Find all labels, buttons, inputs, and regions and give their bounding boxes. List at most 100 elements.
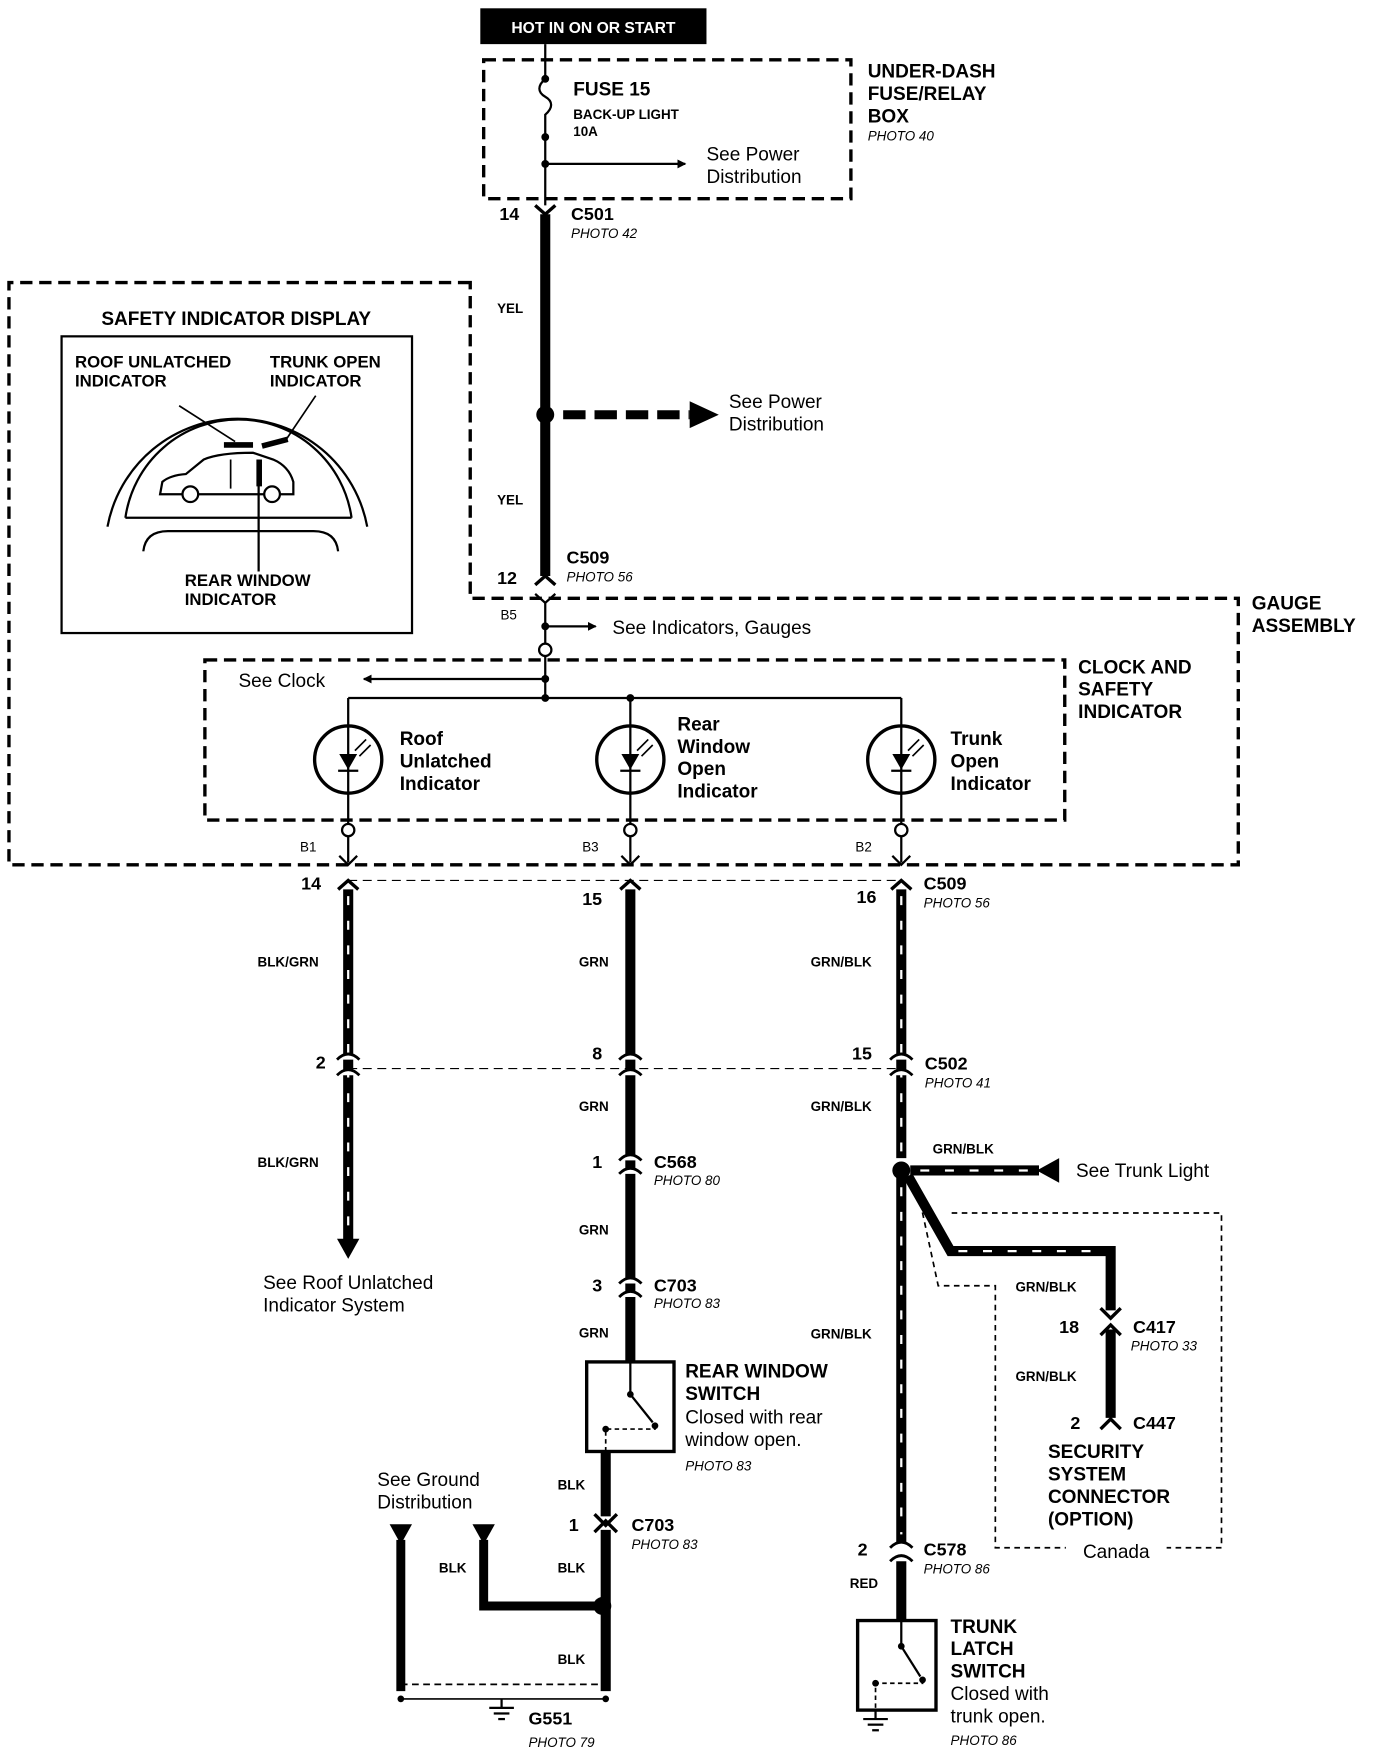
c568-pin: 1 bbox=[592, 1152, 602, 1172]
roof-label1: Roof bbox=[400, 729, 444, 750]
gauge-title2: ASSEMBLY bbox=[1252, 616, 1356, 637]
rear-window-indicator-bar bbox=[256, 459, 262, 487]
rear-switch-desc1: Closed with rear bbox=[685, 1407, 823, 1428]
rear-switch-desc2: window open. bbox=[684, 1430, 801, 1451]
trunk-callout2: INDICATOR bbox=[270, 372, 362, 391]
see-indicators: See Indicators, Gauges bbox=[612, 618, 811, 639]
clock-safety-indicator: CLOCK AND SAFETY INDICATOR See Clock bbox=[203, 656, 1192, 867]
trunk-switch-desc2: trunk open. bbox=[951, 1706, 1046, 1727]
trunk-light-label: See Trunk Light bbox=[1076, 1161, 1210, 1182]
trunk-switch-title2: LATCH bbox=[951, 1639, 1014, 1660]
c703-top-pin: 3 bbox=[592, 1275, 602, 1295]
roof-system-line1: See Roof Unlatched bbox=[263, 1273, 433, 1294]
ground-icon bbox=[489, 1698, 514, 1721]
c703-bottom-pin: 1 bbox=[569, 1515, 579, 1535]
fuse-rating: 10A bbox=[573, 124, 598, 139]
c509-bottom-photo: PHOTO 56 bbox=[924, 895, 991, 910]
trunk-callout1: TRUNK OPEN bbox=[270, 353, 381, 372]
power-source-text: HOT IN ON OR START bbox=[511, 20, 676, 37]
rear-label3: Open bbox=[677, 759, 726, 780]
rear-callout2: INDICATOR bbox=[185, 590, 277, 609]
fuse-box-photo: PHOTO 40 bbox=[868, 128, 935, 143]
c502-pin-2: 2 bbox=[316, 1053, 326, 1073]
connector-c502: 2 8 15 C502 PHOTO 41 bbox=[316, 1044, 991, 1091]
see-clock: See Clock bbox=[238, 671, 325, 692]
security-wire1: GRN/BLK bbox=[1015, 1279, 1076, 1294]
c578-photo: PHOTO 86 bbox=[924, 1562, 991, 1577]
c509-pin-16: 16 bbox=[857, 887, 877, 907]
ground-see1: See Ground bbox=[377, 1470, 480, 1491]
power-splice-see2: Distribution bbox=[729, 414, 824, 435]
fuse-see-line2: Distribution bbox=[706, 167, 801, 188]
ground-see2: Distribution bbox=[377, 1493, 472, 1514]
yel-label-top: YEL bbox=[497, 301, 523, 316]
b5-label: B5 bbox=[500, 608, 516, 623]
trunk-switch-title1: TRUNK bbox=[951, 1617, 1018, 1638]
c703-top-photo: PHOTO 83 bbox=[654, 1296, 721, 1311]
c502-name: C502 bbox=[925, 1054, 968, 1074]
fuse-icon bbox=[538, 77, 553, 138]
b1-label: B1 bbox=[300, 839, 316, 854]
mid-wire-color2: GRN bbox=[579, 1099, 609, 1114]
clock-title1: CLOCK AND bbox=[1078, 657, 1191, 678]
ground-blk-bottom: BLK bbox=[558, 1652, 586, 1667]
gauge-assembly: GAUGE ASSEMBLY B5 See Indicators, Gauges bbox=[7, 280, 1356, 867]
splice-dot bbox=[892, 1161, 911, 1180]
splice-dot bbox=[593, 1597, 612, 1615]
left-wire-color1: BLK/GRN bbox=[258, 955, 319, 970]
left-wire-blk-grn: BLK/GRN BLK/GRN See Roof Unlatched Indic… bbox=[258, 889, 433, 1317]
c501-name: C501 bbox=[571, 204, 614, 224]
c502-photo: PHOTO 41 bbox=[925, 1076, 991, 1091]
rear-callout1: REAR WINDOW bbox=[185, 571, 311, 590]
c509-top-pin: 12 bbox=[497, 568, 517, 588]
yel-wire: YEL YEL See Power Distribution bbox=[497, 214, 824, 576]
rear-switch-photo: PHOTO 83 bbox=[685, 1459, 752, 1474]
fuse-box-title2: FUSE/RELAY bbox=[868, 84, 987, 105]
right-wire-color3: GRN/BLK bbox=[811, 1326, 872, 1341]
clock-title2: SAFETY bbox=[1078, 680, 1153, 701]
fuse-box-title1: UNDER-DASH bbox=[868, 62, 996, 83]
security-line4: (OPTION) bbox=[1048, 1509, 1134, 1530]
trunk-latch-switch: TRUNK LATCH SWITCH Closed with trunk ope… bbox=[855, 1617, 1049, 1748]
g551-name: G551 bbox=[528, 1709, 572, 1729]
trunk-indicator-bar bbox=[261, 436, 289, 449]
mid-wire-color1: GRN bbox=[579, 955, 609, 970]
c502-pin-8: 8 bbox=[592, 1044, 602, 1064]
ground-blk-left: BLK bbox=[439, 1560, 467, 1575]
gauge-title1: GAUGE bbox=[1252, 594, 1322, 615]
c501-photo: PHOTO 42 bbox=[571, 226, 638, 241]
c417-photo: PHOTO 33 bbox=[1131, 1339, 1198, 1354]
rear-window-led-icon bbox=[595, 724, 666, 795]
terminal-icon bbox=[537, 642, 553, 658]
switch-icon bbox=[900, 1645, 922, 1678]
rear-switch-title2: SWITCH bbox=[685, 1384, 760, 1405]
fuse-relay-box: FUSE 15 BACK-UP LIGHT 10A See Power Dist… bbox=[481, 44, 996, 206]
c509-pin-15: 15 bbox=[582, 889, 602, 909]
roof-led-icon bbox=[312, 724, 384, 795]
mid-wire-color3: GRN bbox=[579, 1222, 609, 1237]
c568-photo: PHOTO 80 bbox=[654, 1173, 721, 1188]
middle-wire-grn: GRN GRN GRN GRN bbox=[579, 889, 636, 1365]
trunk-light-branch: GRN/BLK See Trunk Light bbox=[892, 1142, 1210, 1183]
c447-pin: 2 bbox=[1070, 1413, 1080, 1433]
trunk-switch-desc1: Closed with bbox=[951, 1684, 1049, 1705]
trunk-label1: Trunk bbox=[951, 729, 1003, 750]
c568-name: C568 bbox=[654, 1152, 697, 1172]
c501-pin: 14 bbox=[499, 204, 519, 224]
rear-switch-title1: REAR WINDOW bbox=[685, 1362, 828, 1383]
roof-callout1: ROOF UNLATCHED bbox=[75, 353, 231, 372]
ground-icon bbox=[863, 1710, 888, 1732]
fuse-desc: BACK-UP LIGHT bbox=[573, 107, 679, 122]
c703-bottom-photo: PHOTO 83 bbox=[631, 1537, 698, 1552]
ground-circuit: BLK 1 C703 PHOTO 83 BLK BLK BLK See Grou… bbox=[377, 1451, 698, 1750]
splice-dot bbox=[536, 405, 555, 424]
rear-label4: Indicator bbox=[677, 782, 758, 803]
security-line3: CONNECTOR bbox=[1048, 1487, 1170, 1508]
canada-label: Canada bbox=[1083, 1542, 1150, 1563]
trunk-switch-title3: SWITCH bbox=[951, 1662, 1026, 1683]
trunk-light-wire: GRN/BLK bbox=[933, 1142, 994, 1157]
connector-c703-top: 3 C703 PHOTO 83 bbox=[592, 1275, 720, 1311]
power-source-label: HOT IN ON OR START bbox=[480, 8, 707, 45]
red-wire-color: RED bbox=[850, 1576, 879, 1591]
mid-wire-color4: GRN bbox=[579, 1325, 609, 1340]
